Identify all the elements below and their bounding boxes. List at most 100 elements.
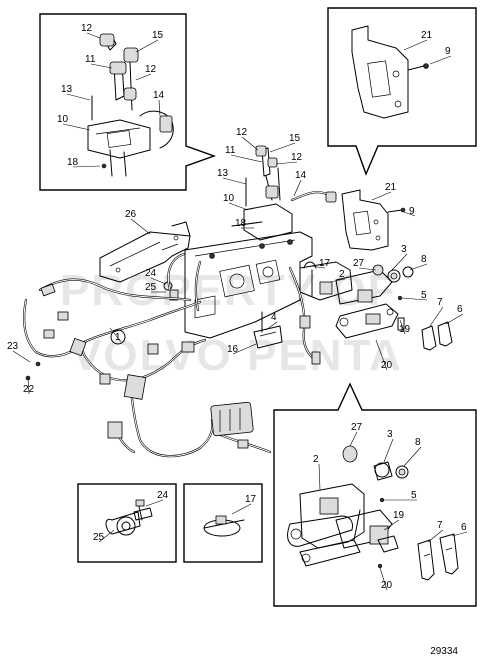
leader-line [309,265,326,269]
callout-label-1: 1 [115,332,121,343]
leader-line [383,438,394,463]
callout-label-25: 25 [145,282,157,293]
callout-label-14: 14 [153,90,165,101]
callout-label-24: 24 [157,490,169,501]
callout-label-7: 7 [437,520,443,531]
callout-label-3: 3 [401,244,407,255]
leader-line [135,39,159,53]
callout-label-20: 20 [381,360,393,371]
callout-label-12: 12 [291,152,303,163]
harness-connectors [25,283,321,449]
callout-label-20: 20 [381,580,393,591]
callout-label-23: 23 [7,341,19,352]
callout-label-10: 10 [223,193,235,204]
callout-label-18: 18 [67,157,79,168]
leader-line [445,313,464,325]
leader-line [349,431,358,447]
leader-line [358,267,377,271]
callout-label-10: 10 [57,114,69,125]
callout-label-2: 2 [339,269,345,280]
figure-number: 29334 [430,646,458,657]
leader-line [241,136,259,151]
callout-label-19: 19 [399,324,411,335]
callout-label-16: 16 [227,344,239,355]
leader-line [27,377,30,395]
leader-line [222,177,247,185]
leader-line [109,327,122,343]
callout-label-9: 9 [445,46,451,57]
leader-line [329,278,346,283]
leader-line [228,202,249,211]
small-bracket-4-16 [253,311,283,349]
callout-label-5: 5 [411,490,417,501]
leader-line [318,463,321,491]
leader-line [265,321,278,331]
small-parts-right [372,264,453,351]
inset-tie [183,483,263,563]
callout-label-17: 17 [245,494,257,505]
leader-line [90,63,113,69]
callout-label-11: 11 [225,145,236,156]
callout-label-6: 6 [457,304,463,315]
leader-line [62,123,91,131]
callout-label-4: 4 [271,312,277,323]
leader-line [230,154,263,163]
callout-label-5: 5 [421,290,427,301]
callout-label-8: 8 [415,437,421,448]
leader-line [383,519,400,531]
callout-label-13: 13 [217,168,229,179]
leader-line [145,499,164,507]
main-assembly [23,145,453,458]
leader-line [391,253,408,271]
leader-line [231,503,252,515]
callout-label-27: 27 [351,422,363,433]
callout-circle-1 [110,329,126,345]
watermark-line-2: VOLVO PENTA [72,331,403,380]
callout-label-12: 12 [145,64,157,75]
leader-line [403,211,416,217]
leader-line [401,297,428,301]
leader-line [232,343,257,355]
leader-line [158,99,161,117]
leader-line [66,93,91,101]
leader-line [375,339,388,371]
callout-label-14: 14 [295,170,307,181]
leader-line [293,179,302,197]
leader-line [403,446,422,467]
leader-line [72,165,101,168]
callout-label-13: 13 [61,84,73,95]
leader-line [451,531,468,537]
watermark-line-1: PROPERTY OF [60,266,397,315]
leader-line [429,55,452,65]
leader-line [275,161,298,165]
leader-line [399,319,406,335]
leader-line [427,529,444,543]
callout-label-19: 19 [393,510,405,521]
watermark: PROPERTY OF VOLVO PENTA [60,266,403,380]
callout-label-24: 24 [145,268,157,279]
leader-line [429,306,444,327]
inset-sensor [39,13,217,191]
leader-line [409,263,428,271]
callout-label-18: 18 [235,218,247,229]
callout-label-26: 26 [125,209,137,220]
callout-label-2: 2 [313,454,319,465]
callout-label-8: 8 [421,254,427,265]
callout-label-7: 7 [437,297,443,308]
panel-plate-26 [99,221,191,283]
leader-line [150,277,167,285]
callout-label-21: 21 [385,182,397,193]
callout-label-12: 12 [81,23,93,34]
leader-line [98,529,115,543]
inset-bracket-detail [273,382,477,607]
callout-label-15: 15 [152,30,164,41]
leader-line [269,142,296,153]
callout-label-6: 6 [461,522,467,533]
callout-label-22: 22 [23,384,35,395]
callout-label-3: 3 [387,429,393,440]
inset-clip [77,483,177,563]
callout-label-11: 11 [85,54,96,65]
sensor-assembly-main [231,145,337,241]
